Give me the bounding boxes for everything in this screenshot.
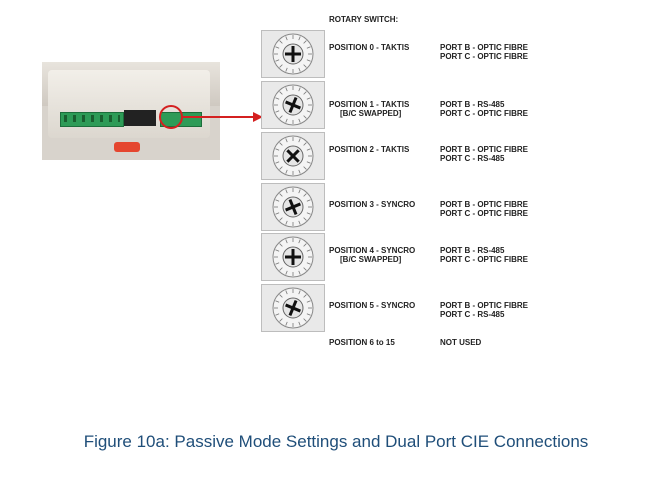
position-4-sub: [B/C SWAPPED] [340, 255, 401, 264]
position-5-label: POSITION 5 - SYNCRO [329, 301, 415, 310]
position-5-port-c: PORT C - RS-485 [440, 310, 504, 319]
position-2-label: POSITION 2 - TAKTIS [329, 145, 409, 154]
position-1-port-c: PORT C - OPTIC FIBRE [440, 109, 528, 118]
position-unused-value: NOT USED [440, 338, 481, 347]
position-2-port-c: PORT C - RS-485 [440, 154, 504, 163]
position-5-port-b: PORT B - OPTIC FIBRE [440, 301, 528, 310]
position-4-port-c: PORT C - OPTIC FIBRE [440, 255, 528, 264]
connector-block [124, 110, 156, 126]
position-0-port-b: PORT B - OPTIC FIBRE [440, 43, 528, 52]
position-0-port-c: PORT C - OPTIC FIBRE [440, 52, 528, 61]
position-3-port-b: PORT B - OPTIC FIBRE [440, 200, 528, 209]
terminal-screws [64, 115, 120, 122]
figure-caption: Figure 10a: Passive Mode Settings and Du… [0, 432, 672, 452]
position-2-port-b: PORT B - OPTIC FIBRE [440, 145, 528, 154]
position-4-label: POSITION 4 - SYNCRO [329, 246, 415, 255]
position-1-sub: [B/C SWAPPED] [340, 109, 401, 118]
position-3-port-c: PORT C - OPTIC FIBRE [440, 209, 528, 218]
rotary-dial-4 [261, 233, 325, 281]
device-body [48, 70, 210, 138]
position-4-port-b: PORT B - RS-485 [440, 246, 504, 255]
pointer-arrow-icon [183, 111, 263, 123]
rotary-dial-2 [261, 132, 325, 180]
rotary-dial-1 [261, 81, 325, 129]
position-1-port-b: PORT B - RS-485 [440, 100, 504, 109]
position-1-label: POSITION 1 - TAKTIS [329, 100, 409, 109]
rotary-switch-highlight [159, 105, 183, 129]
rotary-dial-3 [261, 183, 325, 231]
rotary-switch-heading: ROTARY SWITCH: [329, 15, 398, 24]
rotary-dial-0 [261, 30, 325, 78]
position-unused-label: POSITION 6 to 15 [329, 338, 395, 347]
rotary-dial-5 [261, 284, 325, 332]
position-3-label: POSITION 3 - SYNCRO [329, 200, 415, 209]
position-0-label: POSITION 0 - TAKTIS [329, 43, 409, 52]
red-latch [114, 142, 140, 152]
